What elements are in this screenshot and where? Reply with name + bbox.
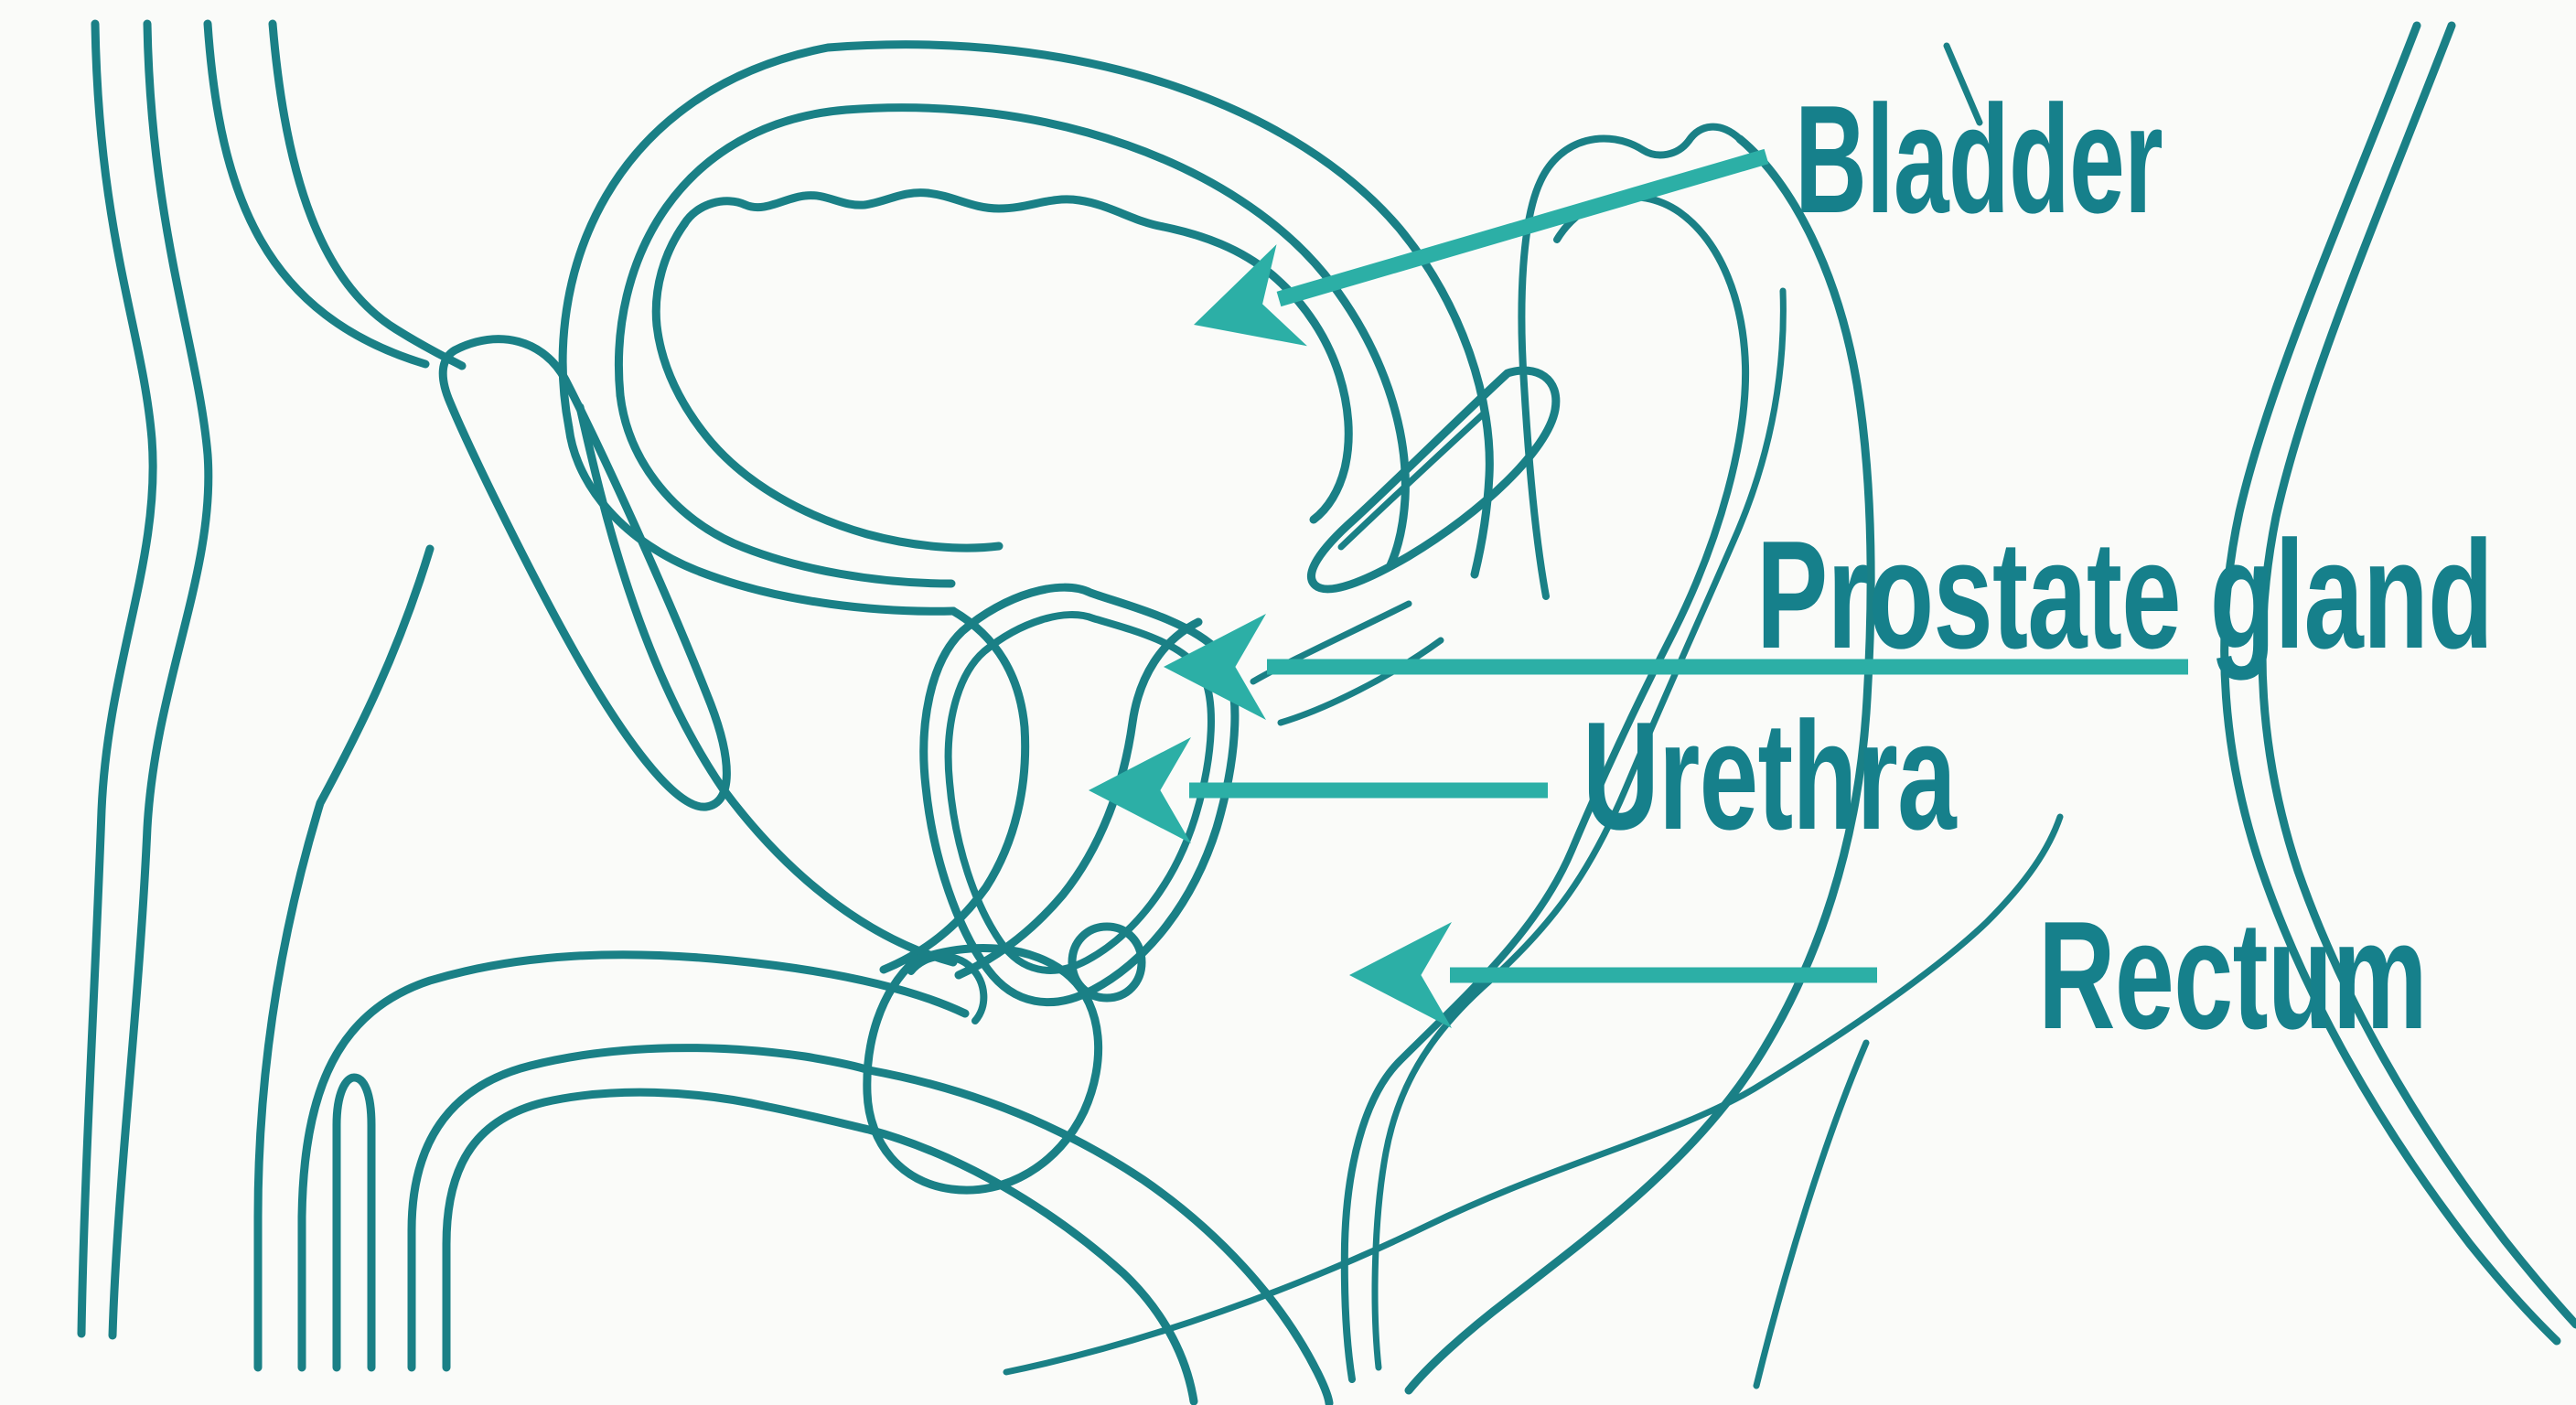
prostate-gland-arrow: [1164, 614, 2188, 720]
vas-deferens: [1518, 123, 1744, 600]
groin-line-lower: [268, 19, 467, 370]
penis-bulb-lobe-small: [1068, 922, 1146, 1003]
labels: Bladder Prostate gland Urethra Rectum: [1583, 73, 2494, 1061]
bladder-arrow: [1194, 148, 1769, 347]
prostate-outline-inner: [944, 611, 1215, 974]
prostate-gland-label: Prostate gland: [1756, 509, 2493, 681]
bladder-label: Bladder: [1795, 73, 2163, 245]
penis-shaft-line-4: [442, 1088, 1198, 1405]
penis-shaft-line-2: [297, 950, 970, 1372]
body-wall-left-outer: [77, 19, 157, 1338]
pelvic-floor-line: [575, 402, 958, 967]
penis-bulb-lobe-large: [863, 944, 1103, 1195]
rectum-wall-front: [1340, 193, 1750, 1383]
vesicle-duct-lower: [1277, 637, 1444, 726]
rectum-arrowhead-icon: [1349, 922, 1452, 1028]
urethra-label: Urethra: [1583, 690, 1958, 862]
body-wall-right-inner: [2220, 21, 2561, 1346]
groin-line-upper: [203, 19, 430, 369]
penis-urethra-hairpin: [332, 1073, 376, 1372]
prostate-gland-arrowhead-icon: [1164, 614, 1266, 720]
urethra-arrow: [1089, 737, 1548, 843]
bladder-arrowhead-icon: [1194, 244, 1307, 347]
bladder-outer-wall-left: [564, 424, 958, 616]
bladder-inner-wall-left: [616, 391, 956, 588]
bladder-inner-wall: [614, 103, 1410, 570]
pubic-bone: [438, 335, 731, 811]
rectum-wall-front-inner: [1371, 287, 1787, 1371]
gluteal-fold-line: [1003, 813, 2064, 1376]
urethra-arrowhead-icon: [1089, 737, 1191, 843]
bladder-outer-wall: [558, 40, 1494, 579]
urethra-wall-left: [879, 606, 1030, 974]
seminal-vesicle-inner: [1337, 410, 1487, 551]
body-wall-right-outer: [2258, 21, 2576, 1329]
penis-shaft-line-3: [407, 1044, 1334, 1405]
penis-bulb-hook: [907, 952, 988, 1024]
body-wall-left-inner: [108, 19, 213, 1340]
rectum-label: Rectum: [2038, 889, 2427, 1061]
penis-shaft-line-1: [253, 544, 435, 1372]
anatomy-outlines: [77, 19, 2576, 1405]
rectum-wall-back: [1404, 134, 1875, 1395]
bladder-lining-wavy: [680, 188, 1353, 524]
leader-arrows: [1089, 148, 2188, 1028]
bladder-arrow-shaft: [1276, 148, 1769, 307]
prostate-outline-outer: [919, 583, 1240, 1006]
anal-fold-line: [1753, 1039, 1870, 1389]
seminal-vesicle: [1307, 366, 1561, 594]
rectum-arrow: [1349, 922, 1877, 1028]
urethra-wall-right: [954, 617, 1203, 980]
label-tick-mark: [1943, 42, 1983, 126]
bladder-lining-left: [651, 220, 1004, 552]
